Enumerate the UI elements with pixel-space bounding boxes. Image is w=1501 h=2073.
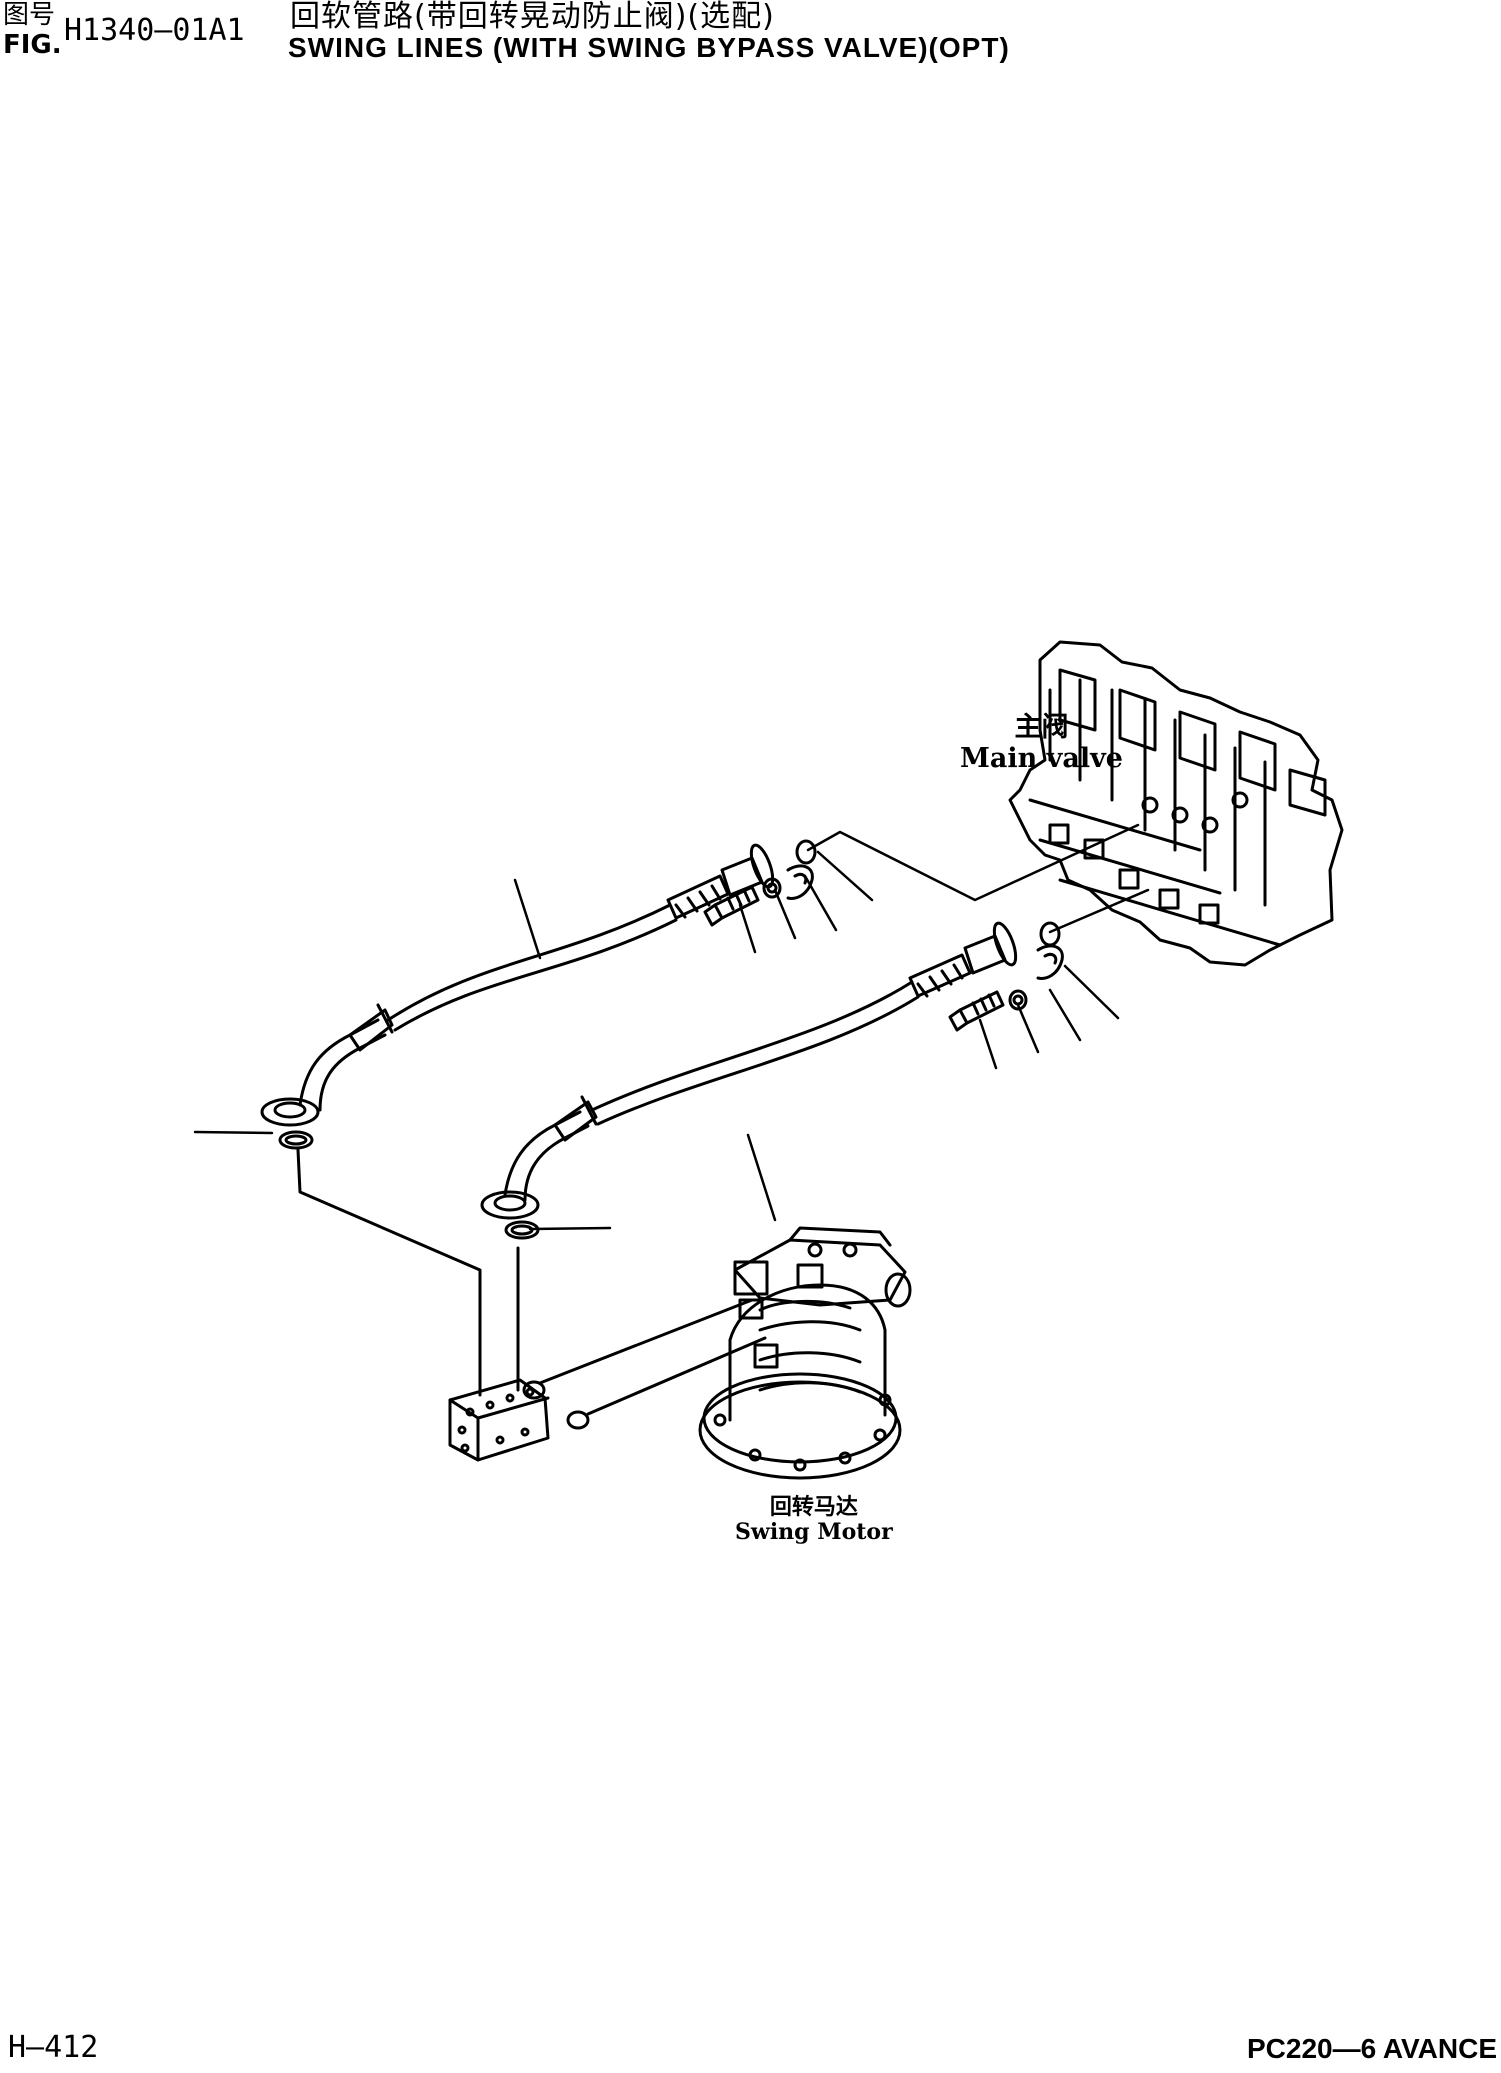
page-number: H—412	[8, 2030, 99, 2065]
swing-motor-label-en: Swing Motor	[735, 1519, 893, 1546]
swing-motor-label: 回转马达 Swing Motor	[735, 1494, 893, 1546]
figure-title-en: SWING LINES (WITH SWING BYPASS VALVE)(OP…	[288, 32, 1010, 63]
main-valve-label-en: Main valve	[960, 743, 1123, 775]
upper-fittings	[703, 839, 817, 927]
swing-bypass-valve-block	[296, 1148, 767, 1462]
figure-title-cn: 回软管路(带回转晃动防止阀)(选配)	[290, 0, 775, 34]
main-valve-label: 主阀 Main valve	[960, 712, 1123, 774]
lower-fittings	[948, 921, 1064, 1032]
main-valve-drawing	[1008, 640, 1344, 967]
lower-hose	[480, 921, 1018, 1240]
swing-motor-label-cn: 回转马达	[769, 1494, 858, 1520]
swing-motor-drawing	[698, 1226, 912, 1480]
figure-label-cn: 图号	[3, 0, 56, 30]
steel-tubes	[806, 823, 1150, 934]
figure-number: H1340—01A1	[64, 13, 245, 48]
leader-lines	[193, 850, 1120, 1231]
machine-model: PC220—6 AVANCE	[1246, 2033, 1497, 2064]
upper-hose	[260, 843, 775, 1150]
main-valve-label-cn: 主阀	[1014, 712, 1069, 743]
figure-label-en: FIG.	[3, 30, 62, 60]
